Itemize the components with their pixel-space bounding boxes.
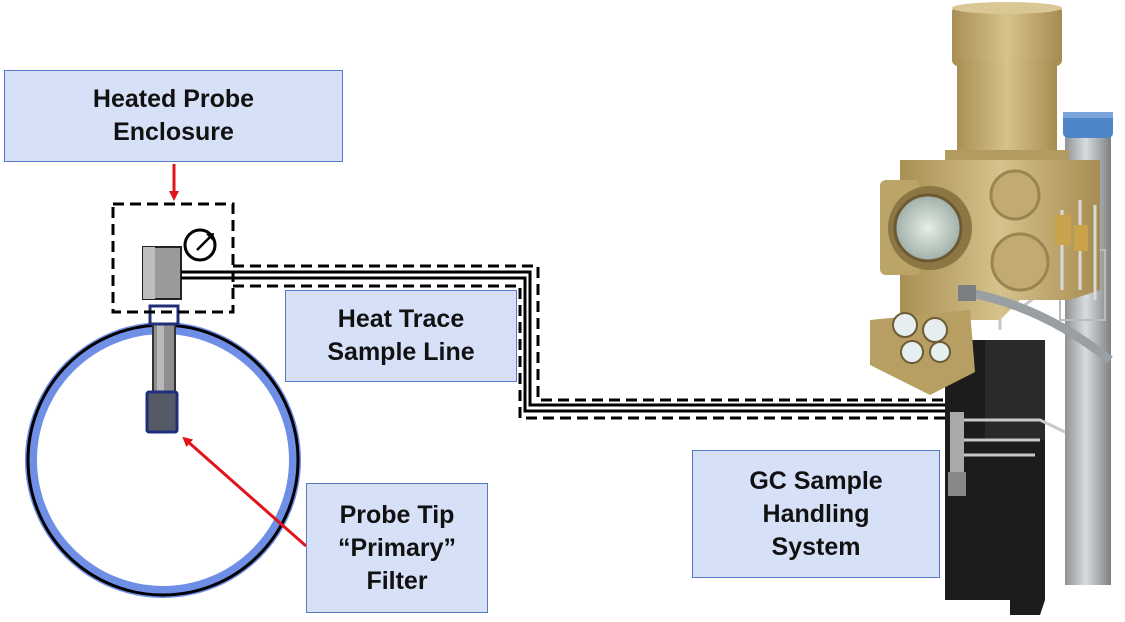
enclosure-label-line-1: Heated Probe — [92, 85, 255, 113]
heat-trace-sample-line-label: Heat Trace Sample Line — [285, 290, 517, 382]
heat-trace-sample-line — [181, 264, 945, 420]
probe-tip-label-line-1: Probe Tip — [339, 500, 455, 529]
sample-line-label-line-2: Sample Line — [327, 338, 475, 366]
gc-analyzer-illustration — [870, 2, 1113, 615]
probe-tip-label-line-3: Filter — [366, 566, 428, 595]
gc-label-line-3: System — [771, 532, 861, 561]
heated-probe-enclosure-label: Heated Probe Enclosure — [4, 70, 343, 162]
sample-line-label-line-1: Heat Trace — [337, 305, 465, 333]
enclosure-label-line-2: Enclosure — [113, 118, 234, 146]
sample-probe — [145, 304, 180, 434]
probe-tip-filter-label: Probe Tip “Primary” Filter — [306, 483, 488, 613]
probe-tip-arrow — [182, 436, 307, 548]
heated-probe-enclosure-box — [111, 202, 235, 314]
gc-label-line-1: GC Sample — [749, 466, 883, 495]
gc-label-line-2: Handling — [762, 499, 870, 528]
gauge-icon — [183, 228, 217, 262]
gc-sample-handling-system-label: GC Sample Handling System — [692, 450, 940, 578]
probe-tip-label-line-2: “Primary” — [337, 533, 457, 562]
